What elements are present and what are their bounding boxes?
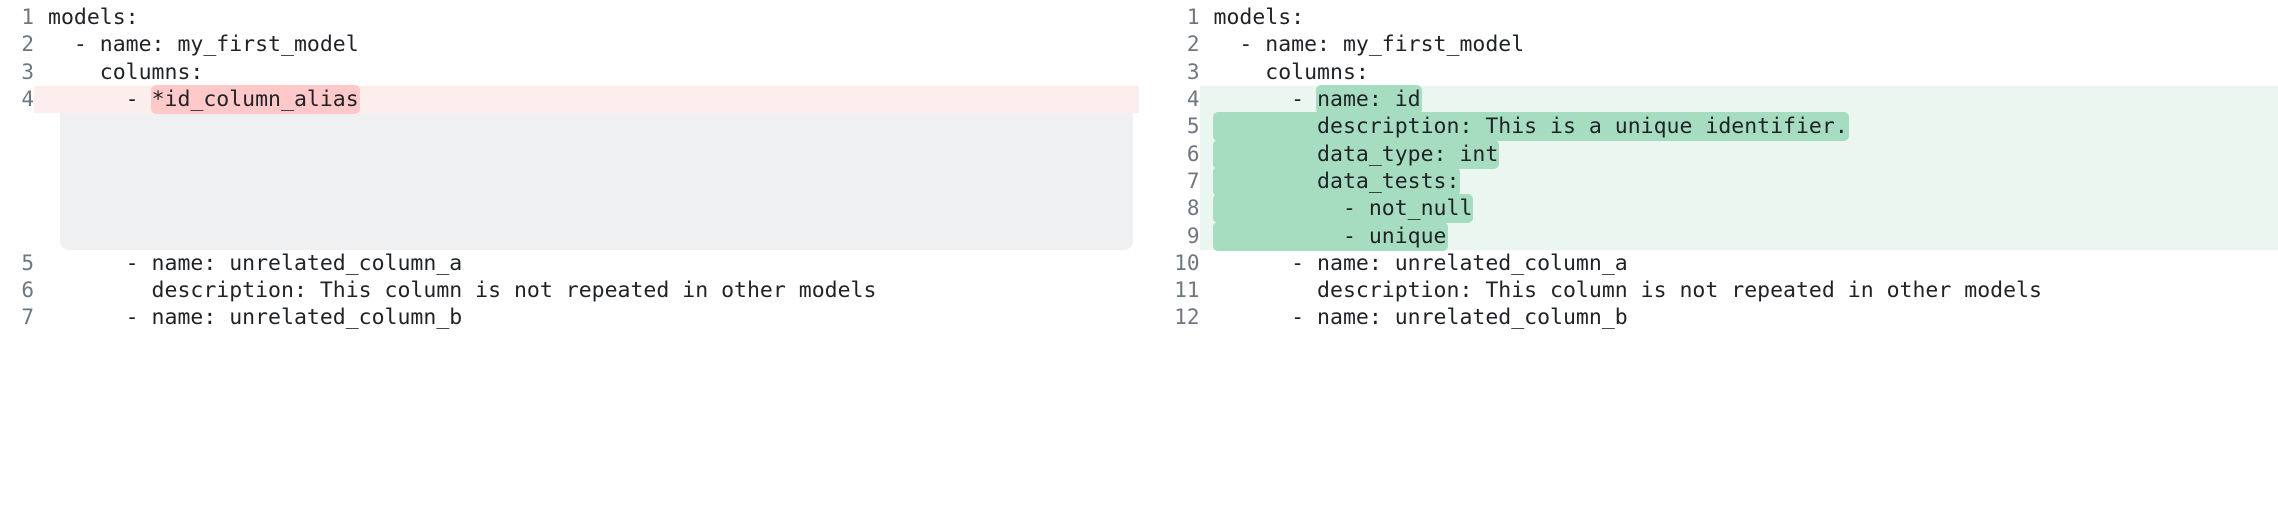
diff-code-cell: - name: unrelated_column_a [1200,250,2278,277]
diff-word-highlight: data_type: int [1212,139,1500,169]
diff-code-cell: - name: unrelated_column_b [34,304,1139,331]
line-number: 1 [1186,5,1200,30]
line-number: 5 [21,250,34,275]
line-number: 4 [1186,87,1200,112]
diff-code-cell: - name: unrelated_column_b [1200,304,2278,331]
line-number: 6 [21,278,34,303]
diff-code-text: - name: my_first_model [1213,32,1525,58]
line-number: 4 [21,87,34,112]
diff-filler-row [0,140,1139,167]
diff-word-highlight: - unique [1212,221,1448,251]
line-number: 9 [1186,223,1200,248]
diff-code-cell: description: This column is not repeated… [34,277,1139,304]
diff-line-after-10[interactable]: 10 - name: unrelated_column_a [1140,250,2278,277]
diff-code-text: - unique [1212,221,1448,251]
diff-code-cell: data_tests: [1199,166,2278,196]
line-number: 7 [21,305,34,330]
diff-code-text: - name: unrelated_column_a [48,250,463,276]
diff-filler-row [0,168,1139,195]
line-number: 2 [21,32,34,57]
line-number: 7 [1186,168,1200,193]
diff-code-text: columns: [48,59,204,85]
diff-code-text: data_tests: [1212,166,1461,196]
diff-code-cell: - unique [1199,221,2278,251]
diff-line-after-5[interactable]: 5 description: This is a unique identifi… [1140,112,2278,142]
diff-code-cell: columns: [34,59,1139,86]
line-number: 3 [1186,59,1200,84]
diff-word-highlight: data_tests: [1212,166,1461,196]
diff-code-text: - name: unrelated_column_b [1213,305,1628,331]
diff-code-text: description: This column is not repeated… [48,278,877,304]
diff-code-text: columns: [1213,59,1369,85]
diff-filler-block [60,113,1133,250]
diff-code-text: - name: unrelated_column_b [48,305,463,331]
diff-line-after-7[interactable]: 7 data_tests: [1140,166,2278,196]
diff-line-before-4[interactable]: 4 - *id_column_alias [0,85,1139,115]
diff-line-after-3[interactable]: 3 columns: [1140,59,2278,86]
diff-word-highlight: *id_column_alias [150,85,360,115]
diff-row-background [34,4,1139,31]
diff-filler-row [0,222,1139,249]
diff-code-text: description: This column is not repeated… [1213,278,2042,304]
diff-code-cell: - name: id [1199,85,2278,115]
diff-word-highlight: - not_null [1212,194,1474,224]
line-number: 6 [1186,141,1200,166]
line-number: 2 [1186,32,1200,57]
line-number: 3 [21,59,34,84]
diff-line-after-6[interactable]: 6 data_type: int [1140,139,2278,169]
diff-line-before-6[interactable]: 6 description: This column is not repeat… [0,277,1139,304]
diff-code-text: - name: unrelated_column_a [1213,250,1628,276]
diff-row-background [1200,4,2278,31]
diff-filler-row [0,113,1139,140]
diff-code-text: description: This is a unique identifier… [1212,112,1849,142]
diff-code-cell: data_type: int [1199,139,2278,169]
line-number: 5 [1186,114,1200,139]
diff-code-cell: columns: [1200,59,2278,86]
diff-code-cell: - name: my_first_model [34,31,1139,58]
diff-line-after-9[interactable]: 9 - unique [1140,221,2278,251]
line-number: 8 [1186,196,1200,221]
diff-code-cell: models: [1200,4,2278,31]
diff-code-cell: description: This is a unique identifier… [1199,112,2278,142]
diff-code-cell: models: [34,4,1139,31]
diff-line-before-5[interactable]: 5 - name: unrelated_column_a [0,250,1139,277]
diff-line-before-7[interactable]: 7 - name: unrelated_column_b [0,304,1139,331]
diff-code-text: - *id_column_alias [48,85,360,115]
diff-code-text: models: [1213,5,1305,31]
diff-word-highlight: description: This is a unique identifier… [1212,112,1849,142]
diff-code-text: data_type: int [1212,139,1500,169]
diff-code-cell: description: This column is not repeated… [1200,277,2278,304]
diff-code-cell: - not_null [1199,194,2278,224]
diff-filler-row [0,195,1139,222]
diff-code-cell: - name: my_first_model [1200,31,2278,58]
line-number: 11 [1174,278,1200,303]
line-number: 10 [1174,250,1200,275]
diff-code-text: - name: id [1213,85,1422,115]
diff-code-cell: - name: unrelated_column_a [34,250,1139,277]
diff-line-after-4[interactable]: 4 - name: id [1140,85,2278,115]
diff-line-after-1[interactable]: 1 models: [1140,4,2278,31]
diff-line-before-2[interactable]: 2 - name: my_first_model [0,31,1139,58]
diff-word-highlight: name: id [1316,85,1422,115]
diff-code-text: - name: my_first_model [48,32,359,58]
diff-code-text: - not_null [1212,194,1474,224]
line-number: 12 [1174,305,1200,330]
diff-line-after-11[interactable]: 11 description: This column is not repea… [1140,277,2278,304]
line-number: 1 [21,5,34,30]
diff-line-after-2[interactable]: 2 - name: my_first_model [1140,31,2278,58]
diff-line-after-8[interactable]: 8 - not_null [1140,194,2278,224]
diff-line-after-12[interactable]: 12 - name: unrelated_column_b [1140,304,2278,331]
diff-line-before-1[interactable]: 1 models: [0,4,1139,31]
diff-line-before-3[interactable]: 3 columns: [0,59,1139,86]
diff-code-text: models: [48,5,139,31]
diff-code-cell: - *id_column_alias [34,85,1139,115]
